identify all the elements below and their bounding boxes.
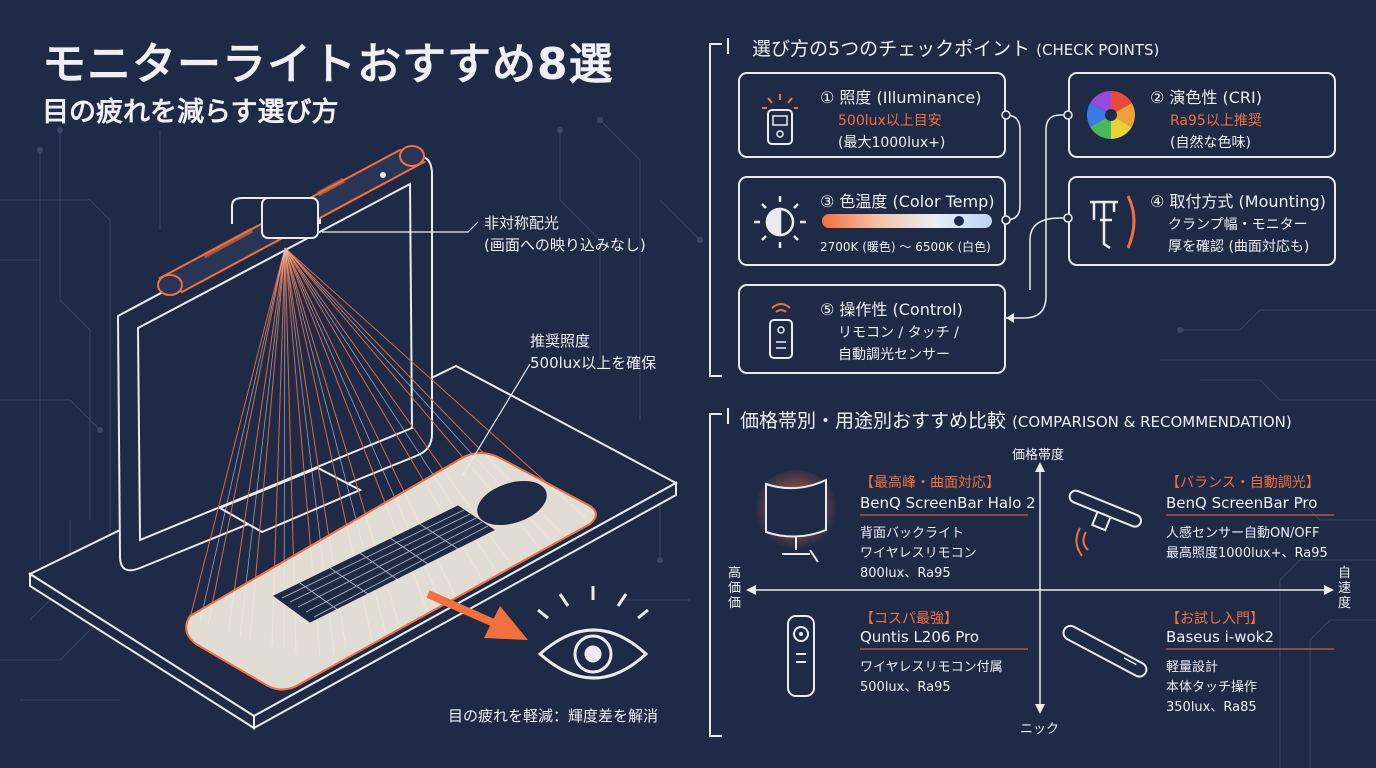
card-illuminance-line2: (最大1000lux+) xyxy=(838,135,946,151)
lux-meter-icon xyxy=(762,94,798,145)
product-4-name: Baseus i-wok2 xyxy=(1166,628,1274,646)
card-color-temp: ③ 色温度 (Color Temp) 2700K (暖色) ～ 6500K (白… xyxy=(738,176,1006,266)
card-mounting-line2: 厚を確認 (曲面対応も) xyxy=(1168,239,1310,255)
remote-control-icon xyxy=(787,615,815,697)
callout-asymmetric-line2: (画面への映り込みなし) xyxy=(484,236,646,254)
product-2-line1: 人感センサー自動ON/OFF xyxy=(1166,526,1320,541)
light-bar-sensor-icon xyxy=(1068,489,1142,557)
product-4-line1: 軽量設計 xyxy=(1166,660,1219,675)
slim-light-bar-icon xyxy=(1062,624,1148,678)
product-1-divider xyxy=(860,514,1028,516)
callout-line-lux xyxy=(461,363,531,477)
product-1-tag: 【最高峰・曲面対応】 xyxy=(860,475,1000,491)
callout-asymmetric-line1: 非対称配光 xyxy=(484,214,560,232)
card-cri-line2: (自然な色味) xyxy=(1170,135,1251,151)
desk-monitor-illustration xyxy=(27,145,679,730)
card-control: ⑤ 操作性 (Control) リモコン / タッチ / 自動調光センサー xyxy=(738,284,1006,374)
color-wheel-icon xyxy=(1086,90,1136,139)
curved-monitor-light-icon xyxy=(754,470,838,563)
card-cri: ② 演色性 (CRI) Ra95以上推奨 (自然な色味) xyxy=(1068,72,1336,158)
card-mounting-title: ④ 取付方式 (Mounting) xyxy=(1150,192,1326,211)
page-title: モニターライトおすすめ8選 xyxy=(42,39,614,90)
card-control-title: ⑤ 操作性 (Control) xyxy=(820,300,963,319)
color-temp-slider-thumb xyxy=(954,216,964,226)
remote-icon xyxy=(769,303,793,359)
product-1-line2: ワイヤレスリモコン xyxy=(860,546,977,561)
card-color-temp-line1: 2700K (暖色) ～ 6500K (白色) xyxy=(820,240,991,254)
product-1-line1: 背面バックライト xyxy=(860,526,965,541)
product-4-line3: 350lux、Ra85 xyxy=(1166,700,1257,715)
product-4-tag: 【お試し入門】 xyxy=(1166,611,1264,627)
sun-half-icon xyxy=(754,196,806,248)
callout-eye: 目の疲れを軽減：輝度差を解消 xyxy=(448,707,659,725)
axis-top-label: 価格帯度 xyxy=(1012,448,1065,463)
card-cri-title: ② 演色性 (CRI) xyxy=(1150,88,1263,107)
product-3-line1: ワイヤレスリモコン付属 xyxy=(860,660,1003,675)
product-1-line3: 800lux、Ra95 xyxy=(860,566,951,581)
card-control-line2: 自動調光センサー xyxy=(838,347,950,363)
product-4-line2: 本体タッチ操作 xyxy=(1166,680,1258,695)
product-2-tag: 【バランス・自動調光】 xyxy=(1166,475,1320,491)
card-control-line1: リモコン / タッチ / xyxy=(838,325,959,341)
product-4-divider xyxy=(1166,648,1334,650)
page-subtitle: 目の疲れを減らす選び方 xyxy=(42,97,339,128)
product-3-tag: 【コスパ最強】 xyxy=(860,611,958,627)
card-cri-line1: Ra95以上推奨 xyxy=(1170,113,1262,129)
card-color-temp-title: ③ 色温度 (Color Temp) xyxy=(820,192,995,211)
card-illuminance-line1: 500lux以上目安 xyxy=(838,113,942,129)
comparison-bracket xyxy=(709,408,729,737)
callout-lux-line1: 推奨照度 xyxy=(530,332,591,350)
axis-right-label: 自速度 xyxy=(1338,566,1352,611)
keyboard xyxy=(273,505,495,623)
card-illuminance: ① 照度 (Illuminance) 500lux以上目安 (最大1000lux… xyxy=(738,72,1006,158)
callout-line-asymmetric xyxy=(322,221,479,233)
product-3-line2: 500lux、Ra95 xyxy=(860,680,951,695)
card-mounting-line1: クランプ幅・モニター xyxy=(1168,217,1308,233)
card-illuminance-title: ① 照度 (Illuminance) xyxy=(820,88,982,107)
product-2-divider xyxy=(1166,514,1334,516)
callout-lux-line2: 500lux以上を確保 xyxy=(530,354,657,372)
mouse xyxy=(477,480,547,526)
checkpoints-bracket xyxy=(709,38,729,377)
clamp-icon xyxy=(1090,195,1136,250)
eye-icon xyxy=(537,586,649,680)
axis-left-label: 高価価 xyxy=(728,566,742,611)
checkpoints-heading: 選び方の5つのチェックポイント (CHECK POINTS) xyxy=(752,38,1160,60)
arrow-icon xyxy=(426,590,528,640)
product-2-line2: 最高照度1000lux+、Ra95 xyxy=(1166,546,1328,561)
color-temp-slider xyxy=(822,214,992,228)
axis-bottom-label: ニック xyxy=(1020,722,1060,737)
product-2-name: BenQ ScreenBar Pro xyxy=(1166,494,1318,512)
card-mounting: ④ 取付方式 (Mounting) クランプ幅・モニター 厚を確認 (曲面対応も… xyxy=(1068,176,1336,266)
product-1-name: BenQ ScreenBar Halo 2 xyxy=(860,494,1036,512)
product-3-divider xyxy=(860,648,1028,650)
monitor-light-bar xyxy=(157,145,427,296)
product-3-name: Quntis L206 Pro xyxy=(860,628,980,646)
comparison-heading: 価格帯別・用途別おすすめ比較 (COMPARISON & RECOMMENDAT… xyxy=(740,410,1292,432)
